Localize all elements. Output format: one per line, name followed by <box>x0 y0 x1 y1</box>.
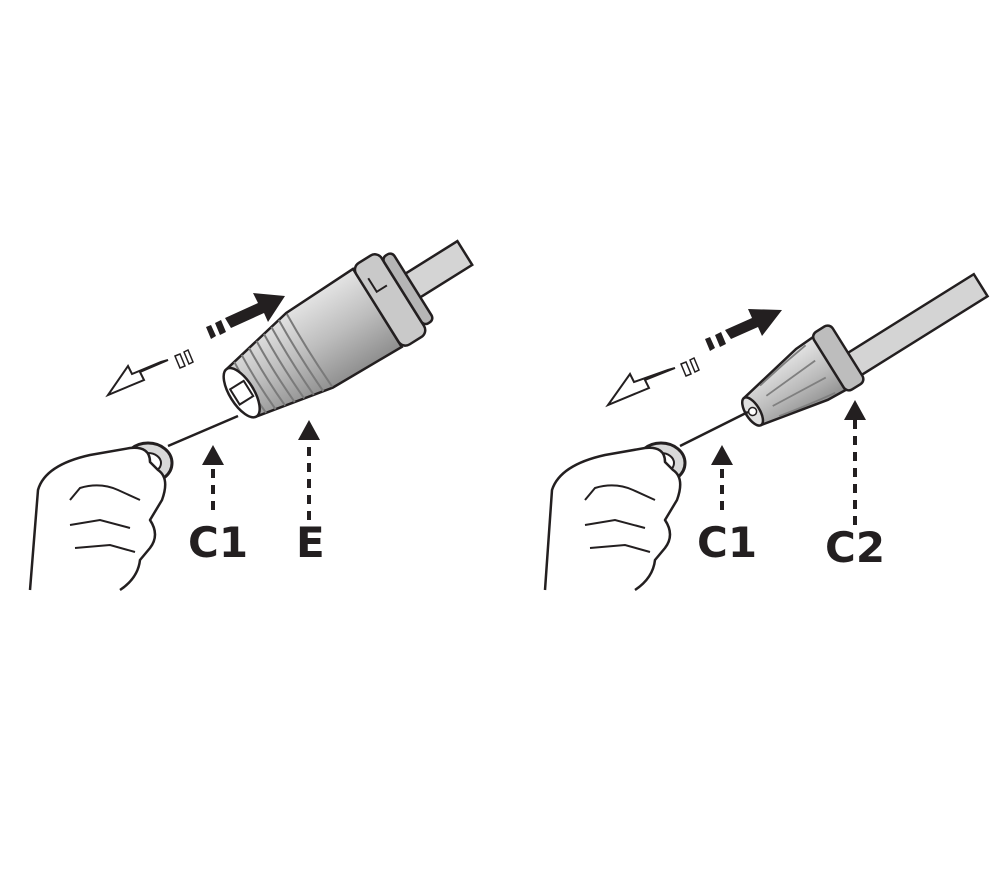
arrow-push-dashes <box>705 332 726 351</box>
callout-c1-right: C1 <box>697 518 757 567</box>
arrow-push-in <box>225 293 285 328</box>
arrow-pull-out <box>105 359 169 398</box>
arrow-pull-dashes <box>680 356 700 377</box>
arrow-push-dashes <box>206 320 226 339</box>
arrow-push-in <box>725 309 782 339</box>
leader-c1-right <box>711 445 733 510</box>
cleaning-needle <box>167 414 239 448</box>
hand-outline <box>543 446 682 592</box>
leader-c1-left <box>202 445 224 510</box>
panel-left: C1 E <box>28 239 474 592</box>
cleaning-needle <box>679 410 749 448</box>
leader-e <box>298 420 320 520</box>
leader-c2 <box>844 400 866 525</box>
callout-e: E <box>296 518 325 567</box>
nozzle-c2 <box>740 324 865 427</box>
callout-c1-left: C1 <box>188 518 248 567</box>
panel-right: C1 C2 <box>543 272 990 592</box>
hose <box>836 272 990 383</box>
hand-outline <box>28 446 167 592</box>
arrow-pull-out <box>605 367 676 408</box>
callout-c2: C2 <box>825 523 885 572</box>
arrow-pull-dashes <box>174 348 194 369</box>
nozzle-e <box>222 252 434 419</box>
